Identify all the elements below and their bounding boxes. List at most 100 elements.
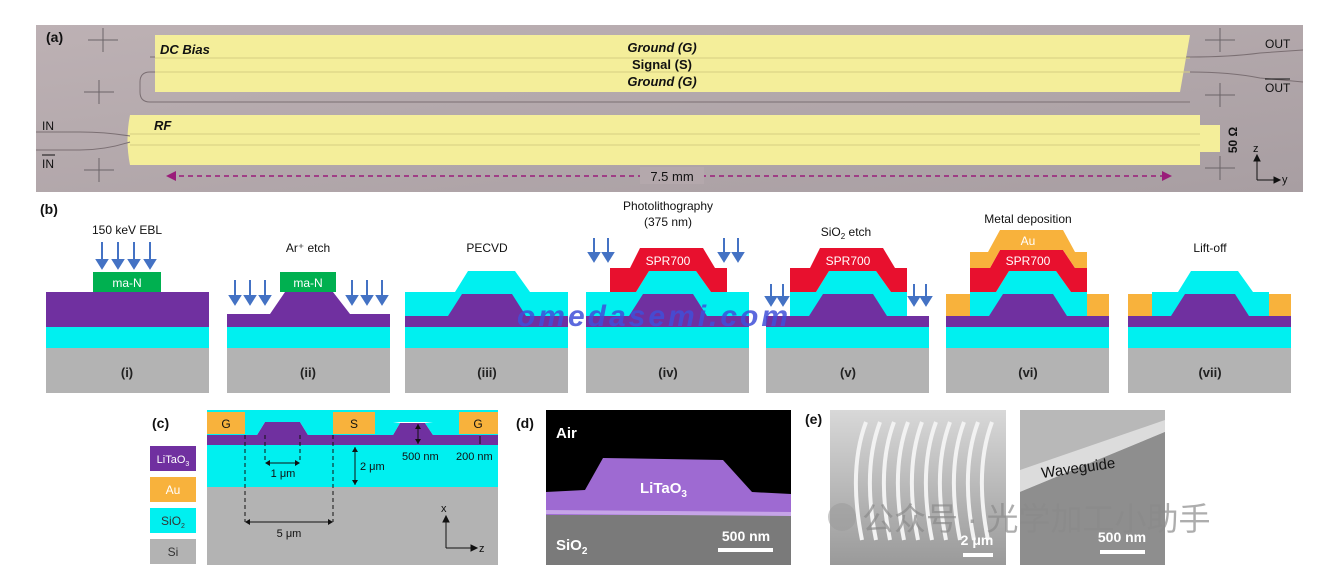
resist-man-ii — [280, 272, 336, 292]
step-numeral-iii: (iii) — [477, 365, 497, 380]
signal-label: Signal (S) — [632, 57, 692, 72]
au-pad-right-vi — [1087, 294, 1109, 316]
sem-e-left-scale-bar — [963, 553, 993, 557]
dim-200nm-label: 200 nm — [456, 451, 493, 463]
rf-electrode — [127, 115, 1220, 165]
dc-bias-electrode — [155, 35, 1190, 92]
electrode-g-left — [207, 412, 245, 434]
electrode-s — [333, 412, 375, 434]
step-numeral-i: (i) — [121, 365, 133, 380]
step-title-vi: Metal deposition — [984, 212, 1071, 226]
sem-litao3-label: LiTaO3 — [640, 480, 687, 500]
in-bar-label: IN — [42, 157, 54, 171]
output-waveguides — [1189, 49, 1304, 83]
out-label: OUT — [1265, 37, 1291, 51]
rf-label: RF — [154, 118, 172, 133]
step-v: SPR700 SiO2 etch (v) — [764, 225, 933, 393]
step-numeral-iv: (iv) — [658, 365, 678, 380]
sem-e-right-scale-label: 500 nm — [1098, 529, 1146, 545]
panel-b-label: (b) — [40, 201, 58, 217]
resist-label-vi: SPR700 — [1006, 254, 1051, 268]
waveguide-ridge — [1020, 420, 1165, 492]
sem-air-label: Air — [556, 425, 577, 442]
au-pad-left-vi — [946, 294, 970, 316]
dim-5um-label: 5 μm — [277, 528, 302, 540]
resist-spr-vi — [970, 250, 1087, 292]
electrode-g-left-label: G — [221, 417, 230, 431]
panel-a-label: (a) — [46, 29, 63, 45]
legend-sio2: SiO2 — [161, 514, 185, 530]
au-cap-vi — [970, 230, 1087, 268]
axis-z-label-c: z — [479, 543, 485, 555]
electrode-g-right-label: G — [473, 417, 482, 431]
grating-lines — [853, 421, 994, 541]
ground-top-label: Ground (G) — [627, 40, 696, 55]
termination-label: 50 Ω — [1226, 126, 1240, 153]
legend-si: Si — [168, 545, 179, 559]
dim-2um-label: 2 μm — [360, 461, 385, 473]
sem-d-scale-label: 500 nm — [722, 528, 770, 544]
dim-1um-label: 1 μm — [271, 468, 296, 480]
electrode-s-label: S — [350, 417, 358, 431]
dimension-lines — [244, 424, 481, 523]
resist-label-iv: SPR700 — [646, 254, 691, 268]
step-title-iii: PECVD — [466, 241, 508, 255]
resist-man-i — [93, 272, 161, 292]
in-label: IN — [42, 119, 54, 133]
step-title-ii: Ar⁺ etch — [286, 241, 330, 255]
resist-spr-v — [790, 248, 907, 292]
sem-sio2-label: SiO2 — [556, 537, 588, 557]
out-bar-label: OUT — [1265, 81, 1291, 95]
dc-bias-label: DC Bias — [160, 42, 210, 57]
au-pad-right-vii — [1269, 294, 1291, 316]
axis-z-label-a: z — [1253, 143, 1259, 155]
panel-c-label: (c) — [152, 415, 169, 431]
panel-d: (d) Air LiTaO3 SiO2 500 nm — [516, 410, 791, 565]
dim-500nm-label: 500 nm — [402, 451, 439, 463]
step-ii: ma-N Ar⁺ etch (ii) — [227, 241, 390, 393]
step-iii: PECVD (iii) — [405, 241, 568, 393]
wechat-logo-icon — [828, 503, 856, 531]
axis-x-label-c: x — [441, 503, 447, 515]
axis-indicator-c — [442, 514, 479, 552]
step-title-iv-line2: (375 nm) — [644, 215, 692, 229]
resist-label-i: ma-N — [112, 276, 141, 290]
axis-indicator-a — [1253, 153, 1282, 184]
ebl-arrows — [95, 242, 157, 270]
dimension-arrowheads — [245, 424, 421, 525]
panel-e: (e) 2 μm Waveguide 500 nm 公众号 · 光学加工小助手 — [805, 410, 1210, 565]
panel-a: (a) DC Bias Ground (G) Signal (S) Ground… — [36, 25, 1304, 192]
step-numeral-vii: (vii) — [1198, 365, 1221, 380]
step-title-v: SiO2 etch — [821, 225, 871, 241]
uv-arrows — [587, 238, 745, 263]
sem-substrate-region — [546, 510, 791, 565]
step-vi: Au SPR700 Metal deposition (vi) — [946, 212, 1109, 393]
sio2-etch-arrows — [764, 284, 933, 307]
legend-litao3: LiTaO3 — [157, 454, 190, 468]
step-title-i: 150 keV EBL — [92, 223, 162, 237]
step-iv: SPR700 Photolithography (375 nm) (iv) — [586, 199, 749, 393]
cross-section-litao3 — [207, 422, 498, 445]
panel-d-label: (d) — [516, 415, 534, 431]
resist-label-ii: ma-N — [293, 276, 322, 290]
legend-au: Au — [166, 483, 181, 497]
step-title-iv-line1: Photolithography — [623, 199, 713, 213]
metal-label-vi: Au — [1021, 234, 1036, 248]
step-numeral-v: (v) — [840, 365, 856, 380]
panel-e-label: (e) — [805, 411, 822, 427]
material-legend: LiTaO3 Au SiO2 Si — [150, 446, 196, 564]
alignment-marks — [84, 28, 1235, 182]
ground-bottom-label: Ground (G) — [627, 74, 696, 89]
au-pad-left-vii — [1128, 294, 1152, 316]
resist-label-v: SPR700 — [826, 254, 871, 268]
cross-section-si — [207, 487, 498, 565]
length-arrowhead-left — [166, 171, 176, 181]
wechat-watermark-text: 公众号 · 光学加工小助手 — [862, 501, 1210, 537]
etch-arrows — [228, 280, 389, 306]
watermark-text: omedasemi.com — [517, 300, 791, 333]
step-i: ma-N 150 keV EBL (i) — [46, 223, 209, 393]
panel-c: (c) LiTaO3 Au SiO2 Si G S G — [150, 410, 498, 565]
length-arrowhead-right — [1162, 171, 1172, 181]
length-label: 7.5 mm — [650, 169, 693, 184]
